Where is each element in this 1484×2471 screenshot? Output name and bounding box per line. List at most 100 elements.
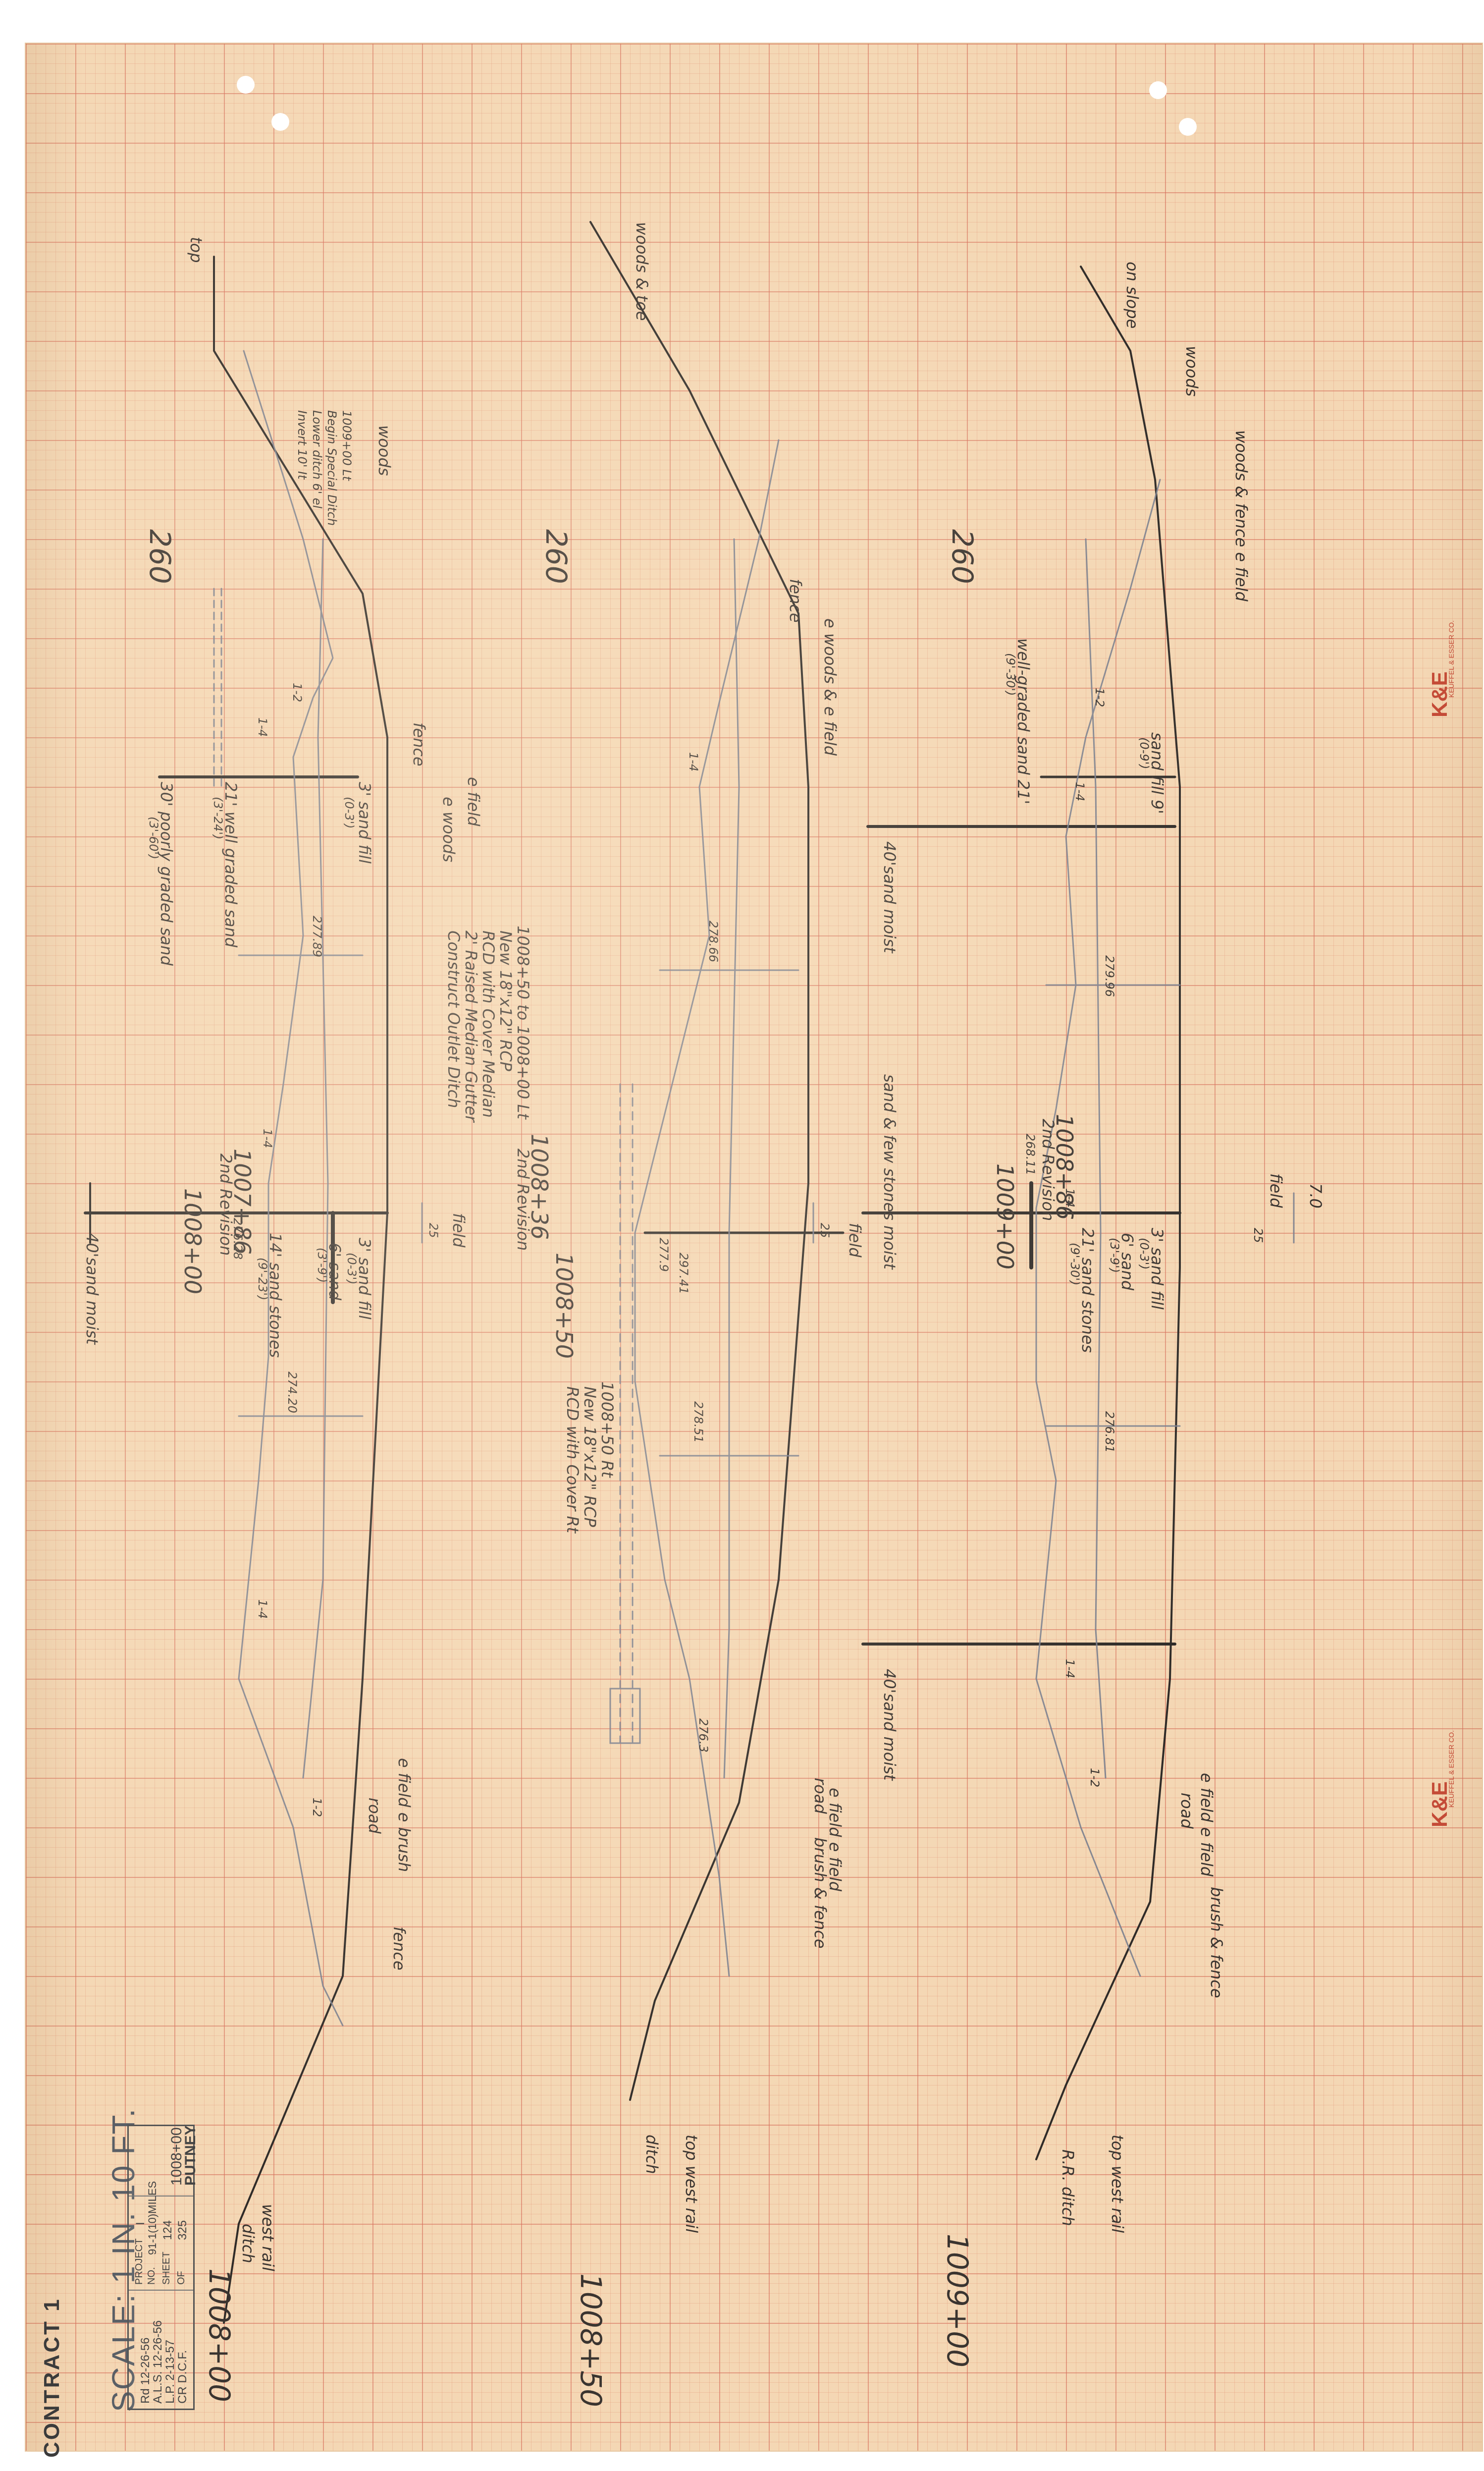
middle-pencil-2 bbox=[723, 538, 740, 1779]
right-sand-moist2: 40'sand moist bbox=[880, 1669, 899, 1781]
right-dim-a: 7.0 bbox=[1306, 1183, 1325, 1208]
left-sand-r-sub: (3'-9') bbox=[315, 1248, 329, 1283]
title-block-of: 325 bbox=[176, 2220, 189, 2240]
left-design-line bbox=[238, 350, 344, 2027]
left-special-ditch-1: 1009+00 Lt bbox=[340, 410, 354, 481]
middle-design-line bbox=[634, 439, 780, 1977]
right-on-slope: on slope bbox=[1123, 262, 1142, 329]
manufacturer-text-top: KEUFFEL & ESSER CO. bbox=[1447, 620, 1455, 698]
left-sand-r: 6' sand bbox=[325, 1243, 344, 1301]
middle-ground-line bbox=[589, 221, 809, 2101]
left-slope-a: 1-2 bbox=[290, 683, 304, 703]
middle-cl-revision-label: 2nd Revision bbox=[514, 1149, 532, 1251]
cross-section-drawing bbox=[84, 221, 1295, 2324]
left-slope-d: 1-4 bbox=[256, 1599, 269, 1619]
left-sand-stones-sub: (9'-23') bbox=[256, 1258, 269, 1301]
middle-rcp-rt-3: RCD with Cover Rt bbox=[563, 1386, 582, 1534]
right-woods: woods bbox=[1182, 346, 1201, 397]
right-sand-fill-r: 3' sand fill bbox=[1148, 1228, 1166, 1310]
left-fill-note: 3' sand fill bbox=[355, 782, 374, 864]
title-block: Rd 12-26-56 A.L.S. 12-26-56 L.P. 2-13-57… bbox=[127, 2125, 199, 2410]
left-dim: 25 bbox=[426, 1223, 440, 1238]
middle-fence: fence bbox=[786, 579, 805, 623]
middle-elev-a: 278.66 bbox=[706, 921, 720, 962]
left-special-ditch-2: Begin Special Ditch bbox=[325, 410, 339, 526]
left-woods-label: woods bbox=[375, 425, 394, 476]
right-slope-e: 1-2 bbox=[1088, 1768, 1102, 1788]
middle-rcp-rt-1: 1008+50 Rt bbox=[598, 1381, 617, 1478]
title-block-row2: A.L.S. 12-26-56 bbox=[151, 2320, 164, 2404]
right-elev-a: 279.96 bbox=[1103, 955, 1116, 997]
right-sand-stones-sub: (9'-30') bbox=[1068, 1243, 1082, 1286]
middle-west-rail: top west rail bbox=[682, 2135, 701, 2233]
left-elev-b: 274.20 bbox=[285, 1372, 299, 1413]
right-elevation-label: 260 bbox=[946, 529, 979, 584]
left-fill-sub: (0-3') bbox=[342, 797, 356, 829]
left-road-label: road bbox=[365, 1798, 384, 1834]
middle-elev-b: 278.51 bbox=[691, 1401, 705, 1443]
right-field-arrow: field bbox=[1267, 1173, 1285, 1208]
right-slope-a: 1-2 bbox=[1093, 688, 1107, 708]
middle-small-b: 276.3 bbox=[696, 1718, 710, 1753]
left-elevation-label: 260 bbox=[143, 529, 177, 584]
middle-rcp-note-1: 1008+50 to 1008+00 Lt bbox=[514, 926, 532, 1119]
middle-station-label: 1008+50 bbox=[574, 2273, 608, 2408]
middle-slope-a: 1-4 bbox=[687, 752, 700, 772]
left-fence2-label: fence bbox=[390, 1926, 409, 1971]
left-sand-stones: 14' sand stones bbox=[266, 1233, 285, 1358]
middle-dim: 25 bbox=[818, 1223, 832, 1238]
left-poorly-graded: 30' poorly graded sand bbox=[157, 782, 176, 966]
left-pencil-2 bbox=[302, 538, 329, 1779]
right-slope-b: 1-4 bbox=[1073, 782, 1087, 802]
title-block-divider-b bbox=[129, 2290, 193, 2291]
middle-field-arrow: field bbox=[846, 1223, 864, 1258]
left-slope-b: 1-4 bbox=[256, 717, 269, 737]
left-woods-field: e woods bbox=[439, 797, 458, 863]
graph-paper: top woods 1009+00 Lt Begin Special Ditch… bbox=[26, 44, 1482, 2451]
middle-woods-field: e woods & e field bbox=[821, 618, 840, 756]
manufacturer-text-bottom: KEUFFEL & ESSER CO. bbox=[1447, 1730, 1455, 1808]
right-road: road bbox=[1177, 1793, 1196, 1829]
pipe-outlet bbox=[609, 1688, 641, 1744]
title-block-row3: L.P. 2-13-57 bbox=[163, 2340, 177, 2404]
right-slope-d: 1-4 bbox=[1063, 1659, 1077, 1679]
left-ditch: ditch bbox=[239, 2224, 258, 2263]
right-centerline-label: 1009+00 bbox=[992, 1163, 1018, 1270]
middle-woods-toe: woods & toe bbox=[633, 222, 651, 321]
right-field-field: e field e field bbox=[1197, 1773, 1216, 1877]
left-fence-label: fence bbox=[410, 722, 428, 767]
punch-hole-2 bbox=[271, 113, 289, 131]
left-sand-moist: 40'sand moist bbox=[83, 1233, 102, 1345]
middle-small-c: 297.41 bbox=[677, 1253, 690, 1294]
left-sand-fill-r: 3' sand fill bbox=[355, 1238, 374, 1319]
left-west-rail: west rail bbox=[259, 2204, 277, 2271]
right-well-sub: (9'-30') bbox=[1004, 653, 1017, 696]
right-ground-line bbox=[1035, 266, 1181, 2160]
right-west-rail: top west rail bbox=[1108, 2135, 1127, 2233]
left-field-label: e field bbox=[464, 777, 483, 826]
middle-rcp-note-3: RCD with Cover Median bbox=[479, 931, 498, 1118]
middle-small-a: 277.9 bbox=[657, 1238, 671, 1272]
right-sand-r-sub: (3'-9') bbox=[1108, 1238, 1121, 1273]
title-block-sheet: 124 bbox=[161, 2220, 174, 2240]
right-sand-fill: sand fill 9' bbox=[1148, 732, 1166, 814]
middle-centerline-label: 1008+50 bbox=[551, 1253, 578, 1359]
left-slope-e: 1-2 bbox=[310, 1798, 324, 1817]
left-field-arrow: field bbox=[449, 1213, 468, 1248]
right-sand-r: 6' sand bbox=[1118, 1233, 1137, 1291]
right-brush: brush & fence bbox=[1207, 1887, 1226, 1998]
left-centerline-label: 1008+00 bbox=[179, 1188, 206, 1295]
right-pencil-2 bbox=[1085, 538, 1107, 1779]
right-sand-stones: 21' sand stones bbox=[1078, 1228, 1097, 1353]
title-block-project: I bbox=[134, 2222, 147, 2225]
punch-hole-1 bbox=[237, 76, 255, 94]
left-elev-sta: 276.28 bbox=[231, 1218, 245, 1260]
middle-ditch: ditch bbox=[642, 2135, 661, 2174]
punch-hole-3 bbox=[1149, 81, 1167, 99]
title-block-no-label: NO. bbox=[146, 2267, 157, 2285]
left-special-ditch-4: Invert 10' It bbox=[295, 410, 309, 480]
left-station-label: 1008+00 bbox=[203, 2268, 236, 2403]
left-field-brush: e field e brush bbox=[395, 1758, 414, 1872]
left-sand-fill-r-sub: (0-3') bbox=[345, 1253, 359, 1285]
